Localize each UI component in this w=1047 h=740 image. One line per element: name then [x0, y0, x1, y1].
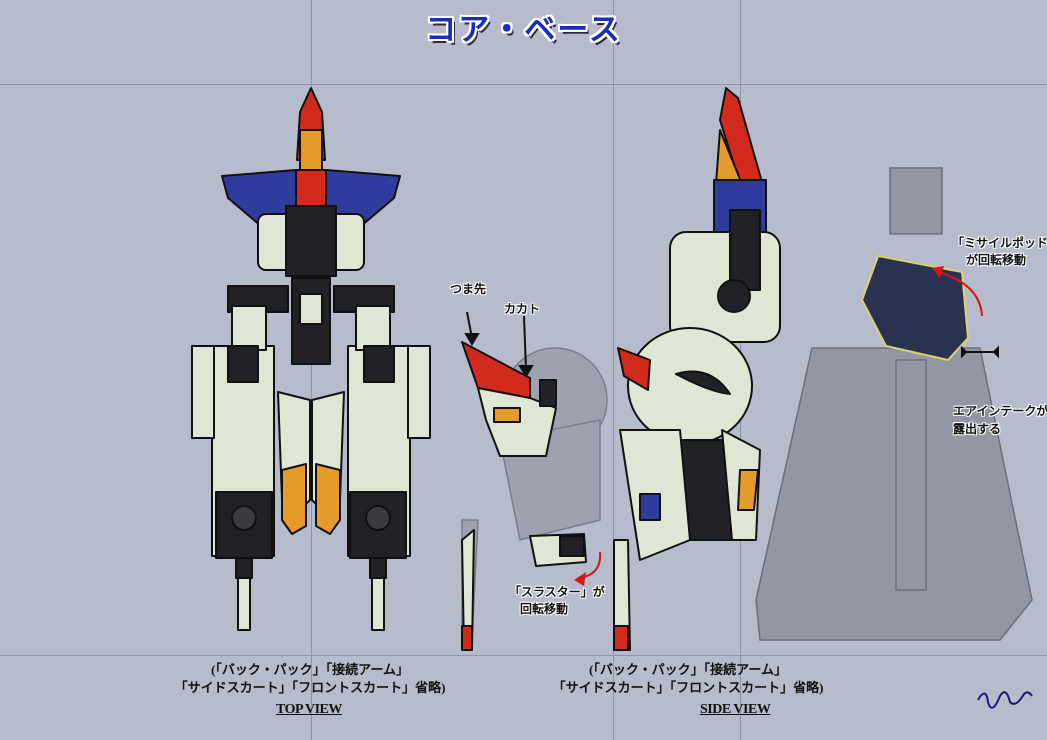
note-missile-pod-1: 「ミサイルポッド」 [952, 236, 1047, 250]
side-view-label: SIDE VIEW [700, 702, 771, 717]
note-tsumasaki: つま先 [450, 282, 487, 296]
guide-line-vertical-center [613, 0, 614, 740]
guide-line-horizontal-bottom [0, 655, 1047, 656]
top-right-rod [371, 577, 385, 631]
side-main-drawing [613, 87, 781, 651]
top-core-block [285, 205, 337, 277]
top-left-thruster-yellow [281, 463, 307, 535]
top-right-leg-side [407, 345, 431, 439]
top-left-leg-side [191, 345, 215, 439]
top-left-leg-upper [231, 305, 267, 351]
side-leg-blue [639, 493, 661, 521]
top-right-leg-black [363, 345, 395, 383]
top-right-foot-circle [365, 505, 391, 531]
top-left-foot-black-tab [235, 557, 253, 579]
top-view-label: TOP VIEW [276, 702, 342, 717]
top-view-caption: (「バック・パック」「接続アーム」 「サイドスカート」「フロントスカート」省略) [160, 661, 460, 697]
top-view-caption-line2: 「サイドスカート」「フロントスカート」省略) [174, 680, 446, 695]
side-foot-slot [493, 407, 521, 423]
annotation-arrows [464, 311, 999, 378]
artist-signature [977, 691, 1033, 709]
top-left-foot-circle [231, 505, 257, 531]
top-left-rod [237, 577, 251, 631]
guide-line-vertical-left [311, 0, 312, 740]
top-center-hatch-window [299, 293, 323, 325]
side-joint-circle [717, 279, 751, 313]
arrow-kakato [523, 315, 527, 371]
note-kakato: カカト [504, 302, 541, 316]
side-helmet-visor [675, 370, 731, 395]
note-thruster-2: 回転移動 [520, 602, 569, 616]
page-title: コア・ベース [425, 12, 622, 48]
note-air-intake-1: エアインテークが [953, 404, 1047, 418]
top-right-thruster-yellow [315, 463, 341, 535]
note-missile-pod-2: が回転移動 [966, 253, 1027, 267]
side-foot-drawing [461, 341, 587, 651]
side-main-rod [613, 539, 631, 651]
base-ship-ghost [755, 167, 1033, 641]
top-right-leg-upper [355, 305, 391, 351]
guide-line-horizontal-top [0, 84, 1047, 85]
ghost-ship-column [895, 359, 927, 591]
missile-rotation-arrow [937, 271, 983, 317]
top-view-drawing [191, 87, 431, 631]
note-air-intake-2: 露出する [953, 422, 1002, 436]
top-view-caption-line1: (「バック・パック」「接続アーム」 [211, 662, 409, 677]
side-leg-yellow [737, 469, 759, 511]
top-left-leg-black [227, 345, 259, 383]
side-view-caption-line2: 「サイドスカート」「フロントスカート」省略) [552, 680, 824, 695]
side-heel-black [539, 379, 557, 407]
side-main-rod-tip [613, 625, 629, 651]
missile-pod [860, 254, 970, 362]
top-wing-center-red [295, 169, 327, 211]
top-cockpit [299, 129, 323, 175]
ghost-ship-tower [889, 167, 943, 235]
missile-pod-body [860, 254, 970, 362]
ghost-ship-hull [755, 347, 1033, 641]
side-thruster-black [559, 535, 585, 557]
note-thruster-1: 「スラスター」が [509, 585, 605, 599]
side-view-caption-line1: (「バック・パック」「接続アーム」 [589, 662, 787, 677]
side-rod-tip [461, 625, 473, 651]
side-arm-black [729, 209, 761, 291]
side-toe-red-2 [617, 347, 651, 391]
side-view-caption: (「バック・パック」「接続アーム」 「サイドスカート」「フロントスカート」省略) [538, 661, 838, 697]
top-right-foot-black-tab [369, 557, 387, 579]
